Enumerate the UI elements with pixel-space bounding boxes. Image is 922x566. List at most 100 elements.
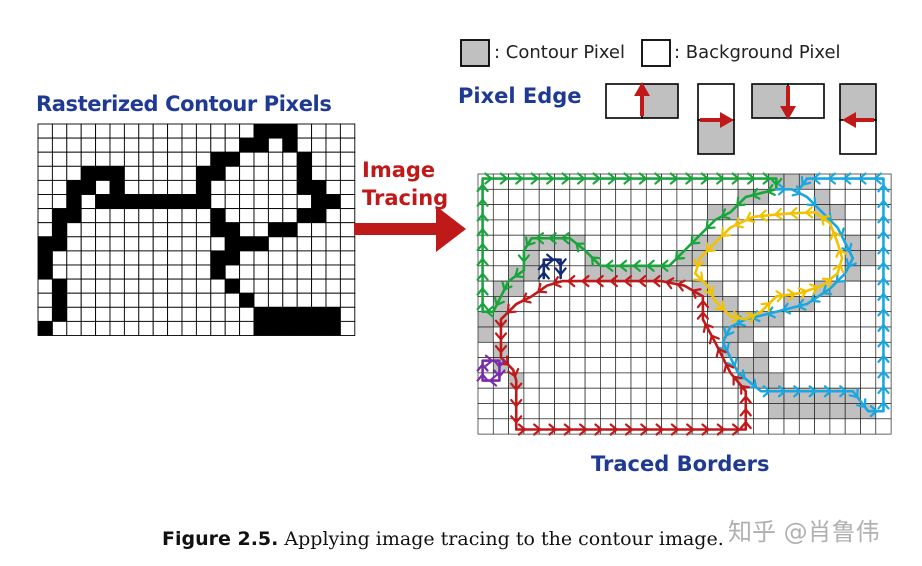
raster-pixel <box>253 250 269 266</box>
raster-pixel <box>239 208 255 224</box>
traced-pixel <box>615 296 632 313</box>
traced-pixel <box>569 204 586 221</box>
traced-pixel <box>661 234 678 251</box>
traced-pixel <box>783 403 800 420</box>
raster-pixel <box>195 165 212 181</box>
traced-pixel <box>676 326 693 343</box>
traced-pixel <box>477 403 494 420</box>
raster-pixel <box>253 123 269 139</box>
raster-pixel <box>138 208 154 224</box>
raster-pixel <box>123 222 140 238</box>
pixel-edge-left <box>839 83 877 155</box>
traced-pixel <box>569 188 586 205</box>
raster-pixel <box>80 123 97 139</box>
raster-pixel <box>296 320 313 336</box>
raster-pixel <box>152 137 169 153</box>
traced-pixel <box>630 357 647 374</box>
raster-pixel <box>253 179 269 195</box>
raster-pixel <box>267 320 284 336</box>
traced-pixel <box>600 234 617 251</box>
traced-pixel <box>554 326 571 343</box>
traced-pixel <box>814 250 831 267</box>
traced-pixel <box>844 280 861 297</box>
raster-pixel <box>325 165 341 181</box>
traced-pixel <box>691 403 708 420</box>
raster-pixel <box>210 250 226 266</box>
traced-pixel <box>768 357 785 374</box>
traced-pixel <box>630 387 647 404</box>
traced-pixel <box>630 403 647 420</box>
raster-pixel <box>296 179 313 195</box>
raster-pixel <box>152 151 169 167</box>
raster-pixel <box>80 137 97 153</box>
traced-pixel <box>508 219 525 236</box>
traced-pixel <box>523 311 540 328</box>
traced-pixel <box>584 188 601 205</box>
traced-pixel <box>538 204 555 221</box>
raster-pixel <box>239 264 255 280</box>
raster-pixel <box>123 194 140 210</box>
raster-pixel <box>296 165 313 181</box>
traced-pixel <box>508 188 525 205</box>
traced-pixel <box>615 311 632 328</box>
raster-pixel <box>267 222 284 238</box>
raster-pixel <box>195 250 212 266</box>
raster-pixel <box>66 222 82 238</box>
raster-pixel <box>66 179 82 195</box>
pixel-edge-right <box>697 83 735 155</box>
traced-pixel <box>569 357 586 374</box>
traced-pixel <box>860 234 877 251</box>
traced-pixel <box>523 341 540 358</box>
raster-pixel <box>37 208 53 224</box>
pixel-edge-title: Pixel Edge <box>458 84 582 108</box>
traced-pixel <box>737 234 754 251</box>
raster-pixel <box>253 264 269 280</box>
traced-pixel <box>707 188 724 205</box>
raster-pixel <box>224 292 241 308</box>
traced-pixel <box>661 296 678 313</box>
raster-pixel <box>210 165 226 181</box>
traced-pixel <box>630 234 647 251</box>
traced-pixel <box>615 372 632 389</box>
raster-pixel <box>80 194 97 210</box>
traced-pixel <box>600 357 617 374</box>
raster-pixel <box>80 222 97 238</box>
traced-pixel <box>737 250 754 267</box>
raster-pixel <box>37 250 53 266</box>
traced-pixel <box>844 372 861 389</box>
traced-pixel <box>722 387 739 404</box>
traced-pixel <box>584 341 601 358</box>
traced-pixel <box>860 418 877 435</box>
raster-pixel <box>224 320 241 336</box>
raster-pixel <box>195 179 212 195</box>
caption-label: Figure 2.5. <box>162 528 279 550</box>
raster-pixel <box>282 222 298 238</box>
traced-pixel <box>860 311 877 328</box>
traced-pixel <box>523 219 540 236</box>
traced-pixel <box>829 418 846 435</box>
traced-pixel <box>737 296 754 313</box>
traced-pixel <box>538 173 555 190</box>
raster-pixel <box>37 194 53 210</box>
raster-pixel <box>267 194 284 210</box>
raster-pixel <box>167 179 183 195</box>
raster-pixel <box>282 165 298 181</box>
raster-pixel <box>80 236 97 252</box>
traced-pixel <box>600 296 617 313</box>
raster-pixel <box>123 250 140 266</box>
raster-pixel <box>138 222 154 238</box>
traced-pixel <box>600 311 617 328</box>
raster-pixel <box>311 278 327 294</box>
raster-pixel <box>167 165 183 181</box>
traced-pixel <box>753 403 770 420</box>
raster-pixel <box>152 292 169 308</box>
traced-pixel <box>860 372 877 389</box>
raster-pixel <box>138 306 154 322</box>
traced-pixel <box>523 357 540 374</box>
traced-pixel <box>600 204 617 221</box>
traced-pixel <box>783 326 800 343</box>
traced-pixel <box>508 204 525 221</box>
raster-pixel <box>109 151 125 167</box>
raster-pixel <box>95 292 111 308</box>
traced-pixel <box>829 296 846 313</box>
